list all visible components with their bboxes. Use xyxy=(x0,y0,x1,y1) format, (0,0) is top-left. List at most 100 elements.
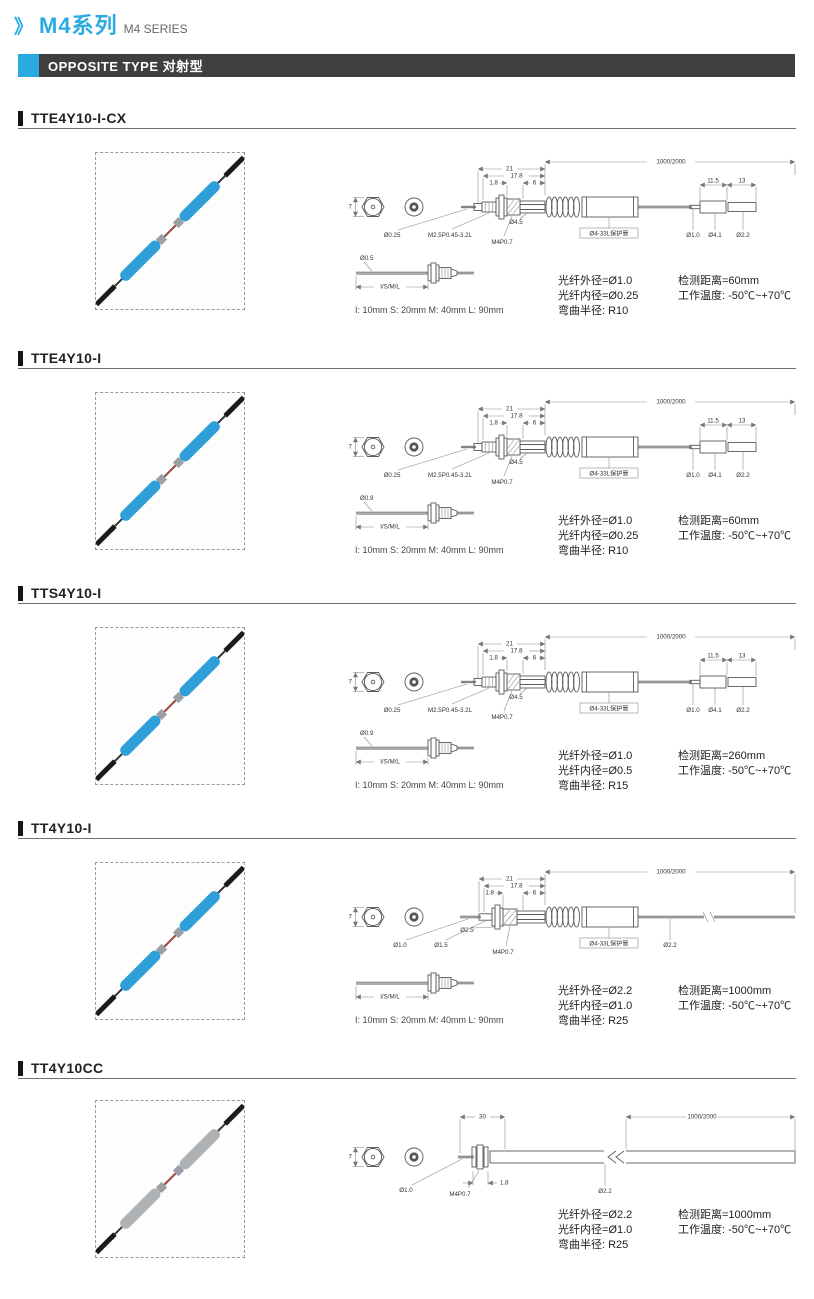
fiber-specs: 光纤外径=Ø1.0 光纤内径=Ø0.25 弯曲半径: R10 xyxy=(558,514,638,559)
spec-detect-distance: 检测距离=60mm xyxy=(678,515,759,527)
spec-inner-diameter: 光纤内径=Ø1.0 xyxy=(558,1224,633,1236)
title-accent-bar xyxy=(18,110,23,126)
title-accent-bar xyxy=(18,820,23,836)
dim-label: 1000/2000 xyxy=(656,159,686,166)
fiber-diameter-label: Ø0.9 xyxy=(360,495,374,502)
section-tte4y10-i-cx: TTE4Y10-I-CX xyxy=(18,108,796,348)
length-code-label: I/S/M/L xyxy=(380,524,400,531)
part-label: M4P0.7 xyxy=(449,1191,471,1198)
spec-outer-diameter: 光纤外径=Ø1.0 xyxy=(558,275,633,287)
dim-label: 7 xyxy=(349,914,353,921)
product-photo-box xyxy=(95,862,245,1020)
cable-and-end-connector xyxy=(638,200,757,214)
spec-work-temperature: 工作温度: -50℃~+70℃ xyxy=(678,530,792,542)
section-header: TTE4Y10-I-CX xyxy=(18,108,796,129)
protective-tube xyxy=(581,196,639,218)
part-label: Ø4.1 xyxy=(708,472,722,479)
spec-work-temperature: 工作温度: -50℃~+70℃ xyxy=(678,1224,792,1236)
part-label: M4P0.7 xyxy=(491,714,513,721)
length-code-label: I/S/M/L xyxy=(380,759,400,766)
washer-front-view xyxy=(404,1147,424,1167)
part-label: Ø2.2 xyxy=(736,472,750,479)
section-tt4y10cc: TT4Y10CC xyxy=(18,1058,796,1296)
spec-inner-diameter: 光纤内径=Ø0.5 xyxy=(558,765,633,777)
fiber-unit-drawing: Ø0.9 I/S/M/L xyxy=(355,495,474,531)
nut-front-view xyxy=(361,437,385,457)
top-dimensions: 21 17.8 1.8 6 1000/2000 11.5 xyxy=(477,399,796,443)
washer-front-view xyxy=(404,197,424,217)
nut-width-dimension: 7 xyxy=(349,907,364,927)
type-banner: OPPOSITE TYPE 对射型 xyxy=(18,54,795,77)
dim-label: 1.8 xyxy=(489,655,498,662)
top-dimensions: 30 1000/2000 xyxy=(459,1114,796,1153)
sensor-head-profile xyxy=(461,669,546,695)
nut-width-dimension: 7 xyxy=(349,1147,364,1167)
product-photo-box xyxy=(95,627,245,785)
nut-width-dimension: 7 xyxy=(349,437,364,457)
length-options-note: I: 10mm S: 20mm M: 40mm L: 90mm xyxy=(355,545,504,555)
part-label: Ø1.0 xyxy=(399,1187,413,1194)
washer-front-view xyxy=(404,437,424,457)
length-options-note: I: 10mm S: 20mm M: 40mm L: 90mm xyxy=(355,780,504,790)
dim-label: 7 xyxy=(349,204,353,211)
sensing-specs: 检测距离=60mm 工作温度: -50℃~+70℃ xyxy=(678,514,791,544)
spring-strain-relief xyxy=(545,671,580,693)
dim-label: 21 xyxy=(506,166,513,173)
part-label: Ø2.2 xyxy=(736,707,750,714)
nut-front-view xyxy=(361,197,385,217)
spec-outer-diameter: 光纤外径=Ø1.0 xyxy=(558,515,633,527)
dim-label: 6 xyxy=(533,180,537,187)
dim-label: 17.8 xyxy=(510,883,523,890)
part-label: Ø0.25 xyxy=(384,472,401,479)
part-label: M4P0.7 xyxy=(492,949,514,956)
spec-bend-radius: 弯曲半径: R25 xyxy=(558,1015,629,1027)
part-label: Ø2.2 xyxy=(598,1188,612,1195)
part-label: Ø4.1 xyxy=(708,232,722,239)
spec-work-temperature: 工作温度: -50℃~+70℃ xyxy=(678,290,792,302)
dim-label: 1000/2000 xyxy=(656,634,686,641)
part-label: Ø1.0 xyxy=(686,472,700,479)
product-photo xyxy=(96,865,244,1017)
title-accent-bar xyxy=(18,1060,23,1076)
dim-label: 7 xyxy=(349,679,353,686)
length-options-note: I: 10mm S: 20mm M: 40mm L: 90mm xyxy=(355,305,504,315)
page-header: 》 M4系列 M4 SERIES xyxy=(14,8,188,40)
spec-work-temperature: 工作温度: -50℃~+70℃ xyxy=(678,765,792,777)
part-label: M4P0.7 xyxy=(491,239,513,246)
spec-detect-distance: 检测距离=260mm xyxy=(678,750,766,762)
dim-label: 6 xyxy=(533,890,537,897)
spec-bend-radius: 弯曲半径: R10 xyxy=(558,305,629,317)
sensing-specs: 检测距离=60mm 工作温度: -50℃~+70℃ xyxy=(678,274,791,304)
cable-and-end-connector xyxy=(638,440,757,454)
part-labels: Ø1.0 M4P0.7 1.8 Ø2.2 xyxy=(399,1158,612,1198)
model-title: TT4Y10-I xyxy=(31,820,92,836)
banner-accent-block xyxy=(18,54,39,77)
part-label: Ø0.25 xyxy=(384,707,401,714)
spec-bend-radius: 弯曲半径: R10 xyxy=(558,545,629,557)
sensor-body-profile xyxy=(458,1144,796,1170)
part-label: Ø4.1 xyxy=(708,707,722,714)
technical-drawing: 7 xyxy=(349,399,796,486)
dim-label: 17.8 xyxy=(510,173,523,180)
top-dimensions: 21 17.8 1.8 6 1000/2000 11.5 xyxy=(477,634,796,678)
part-labels: Ø1.0 Ø1.5 Ø2.5 M4P0.7 Ø4-33L保护管 Ø2.2 xyxy=(393,918,677,956)
part-label: Ø1.5 xyxy=(434,942,448,949)
series-title-en: M4 SERIES xyxy=(123,22,188,36)
protective-tube xyxy=(581,436,639,458)
dim-label: 13 xyxy=(739,418,746,425)
part-label: Ø2.5 xyxy=(460,927,474,934)
fiber-specs: 光纤外径=Ø1.0 光纤内径=Ø0.25 弯曲半径: R10 xyxy=(558,274,638,319)
product-photo-box xyxy=(95,1100,245,1258)
fiber-unit-drawing: Ø0.9 I/S/M/L xyxy=(355,730,474,766)
technical-drawing: 7 xyxy=(349,1114,796,1198)
dim-label: 21 xyxy=(506,641,513,648)
nut-width-dimension: 7 xyxy=(349,197,364,217)
dim-label: 11.5 xyxy=(707,418,719,425)
part-label: M2.5P0.45-3.2L xyxy=(428,232,473,239)
fiber-specs: 光纤外径=Ø2.2 光纤内径=Ø1.0 弯曲半径: R25 xyxy=(558,984,632,1029)
sensor-head-profile xyxy=(461,434,546,460)
fiber-specs: 光纤外径=Ø2.2 光纤内径=Ø1.0 弯曲半径: R25 xyxy=(558,1208,632,1253)
part-labels: Ø0.25 M2.5P0.45-3.2L M4P0.7 Ø4.5 Ø4-33L保… xyxy=(384,683,750,721)
washer-front-view xyxy=(404,907,424,927)
